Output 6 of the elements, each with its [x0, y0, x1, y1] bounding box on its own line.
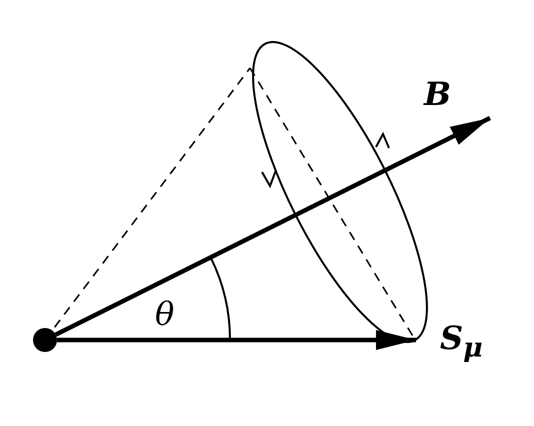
vector-label: B — [424, 78, 452, 110]
arrow — [54, 116, 491, 337]
arrow — [57, 330, 416, 350]
vector-label: S$_{μ}$ — [440, 322, 483, 362]
origin-dot — [33, 328, 57, 352]
angle-label: θ — [155, 298, 174, 330]
